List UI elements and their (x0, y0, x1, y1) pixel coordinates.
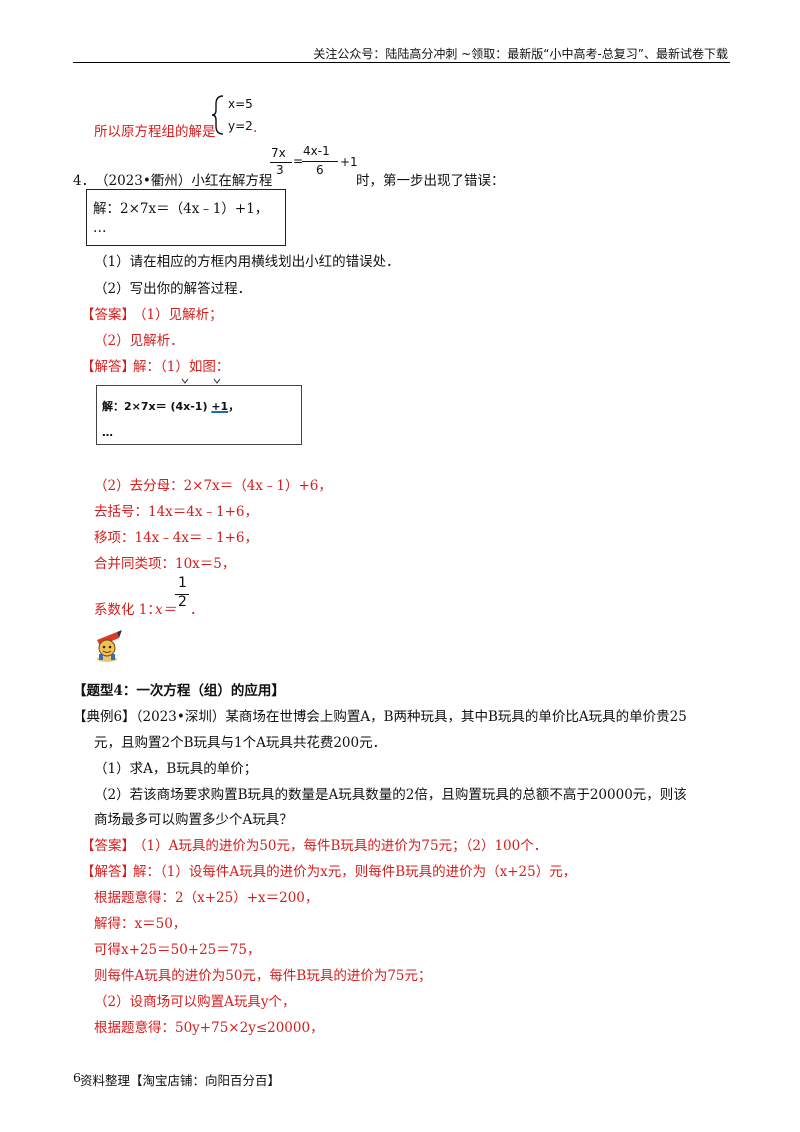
example-sol-6: （2）设商场可以购置A玩具y个， (94, 994, 296, 1010)
step-5-numerator: 1 (178, 575, 187, 591)
prev-eq2: y=2 (228, 119, 253, 133)
frac2-numerator: 4x-1 (303, 144, 330, 158)
example-part2-line2: 商场最多可以购置多少个A玩具？ (94, 812, 293, 828)
question-number: 4． (73, 173, 96, 189)
example-label: 【典例6】 (73, 709, 136, 725)
example-sol-5: 则每件A玩具的进价为50元，每件B玩具的进价为75元； (94, 968, 432, 984)
solution-image-box (96, 385, 302, 445)
question-source: （2023•衢州）小红在解方程 (95, 173, 273, 189)
pencil-mascot-icon (97, 630, 122, 662)
step-5-label: 系数化 1： (94, 602, 161, 618)
step-5-denominator: 2 (178, 594, 187, 610)
answer-part1: （1）见解析； (133, 307, 223, 323)
prev-solution-label: 所以原方程组的解是 (94, 124, 216, 140)
answer-label: 【答案】 (81, 307, 135, 323)
example-sol-4: 可得x+25＝50+25＝75， (94, 942, 261, 958)
solution-label: 【解答】 (81, 359, 135, 375)
student-work-line2: … (93, 220, 107, 236)
prev-eq1: x=5 (228, 97, 253, 111)
example-solution-label: 【解答】 (81, 864, 135, 880)
question-tail: 时，第一步出现了错误： (356, 173, 505, 189)
example-part1: （1）求A，B玩具的单价； (94, 761, 258, 777)
solution-intro: 解：（1）如图： (133, 359, 230, 375)
small-arrow-marks (181, 378, 221, 384)
example-part2-line1: （2）若该商场要求购置B玩具的数量是A玩具数量的2倍，且购置玩具的总额不高于20… (94, 787, 687, 803)
frac1-denominator: 3 (276, 163, 284, 177)
step-5-end: ． (190, 602, 204, 618)
equals-sign: = (293, 154, 304, 168)
answer-part2: （2）见解析． (94, 333, 184, 349)
student-work-line1: 解：2×7x＝（4x﹣1）+1， (93, 201, 269, 217)
step-5-bar (175, 594, 189, 595)
header-rule (73, 62, 730, 63)
prev-solution-end: . (253, 120, 258, 136)
step-3: 移项：14x﹣4x＝﹣1+6， (94, 530, 258, 546)
question-part2: （2）写出你的解答过程． (94, 281, 252, 297)
example-sol-2: 根据题意得：2（x+25）+x＝200， (94, 890, 319, 906)
question-part1: （1）请在相应的方框内用横线划出小红的错误处． (94, 254, 400, 270)
step-1: （2）去分母：2×7x＝（4x﹣1）+6， (94, 478, 332, 494)
solution-image-line1: 解：2×7x＝ (4x-1) +1， (102, 398, 239, 414)
section-title: 【题型4：一次方程（组）的应用】 (73, 683, 285, 699)
step-2: 去括号：14x＝4x﹣1+6， (94, 504, 258, 520)
left-brace (211, 95, 224, 135)
page-header: 关注公众号：陆陆高分冲刺 ~领取：最新版“小中高考-总复习”、最新试卷下载 (313, 47, 728, 61)
example-sol-3: 解得：x＝50， (94, 916, 187, 932)
page-footer: 资料整理【淘宝店铺：向阳百分百】 (80, 1073, 281, 1088)
step-5-var: x＝ (155, 602, 177, 618)
solution-image-line2: … (102, 426, 113, 439)
example-sol-1: 解：（1）设每件A玩具的进价为x元，则每件B玩具的进价为（x+25）元， (133, 864, 577, 880)
frac1-numerator: 7x (271, 146, 286, 160)
frac1-bar (270, 162, 292, 163)
frac2-denominator: 6 (316, 163, 324, 177)
example-sol-7: 根据题意得：50y+75×2y≤20000， (94, 1020, 324, 1036)
error-marked-term: +1 (211, 400, 229, 413)
solution-image-line1-end: ， (228, 400, 240, 413)
step-4: 合并同类项：10x＝5， (94, 556, 236, 572)
plus-one: +1 (340, 155, 358, 169)
example-answer: （1）A玩具的进价为50元，每件B玩具的进价为75元；（2）100个． (133, 838, 548, 854)
example-line1: （2023•深圳）某商场在世博会上购置A，B两种玩具，其中B玩具的单价比A玩具的… (129, 709, 687, 725)
example-answer-label: 【答案】 (81, 838, 135, 854)
frac2-bar (302, 161, 338, 162)
page-number: 6 (73, 1070, 81, 1085)
student-work-box (86, 189, 286, 246)
solution-image-line1-text: 解：2×7x＝ (4x-1) (102, 400, 212, 413)
example-line2: 元，且购置2个B玩具与1个A玩具共花费200元． (94, 735, 387, 751)
